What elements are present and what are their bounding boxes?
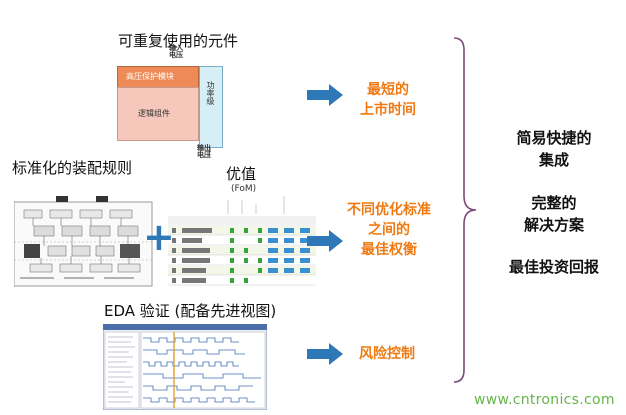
component-diagram: 输入 电压 高压保护模块 逻辑组件 功率级 — [117, 45, 229, 156]
right-brace — [453, 37, 477, 383]
benefit-tradeoff: 不同优化标准 之间的 最佳权衡 — [347, 202, 431, 258]
arrow-right-icon-3 — [307, 343, 343, 365]
hv-protection-module: 高压保护模块 — [117, 66, 199, 88]
logic-component: 逻辑组件 — [117, 87, 199, 141]
eda-screenshot — [103, 324, 267, 410]
assembly-title: 标准化的装配规则 — [12, 159, 133, 177]
assembly-diagram — [14, 196, 153, 287]
watermark: www.cntronics.com — [474, 392, 615, 408]
benefit-time-to-market: 最短的 上市时间 — [360, 82, 416, 118]
hv-module-label: 高压保护模块 — [126, 72, 174, 81]
benefit-risk-control: 风险控制 — [359, 346, 415, 362]
logic-label: 逻辑组件 — [138, 109, 170, 118]
eda-title: EDA 验证 (配备先进视图) — [104, 302, 277, 320]
summary-integration: 简易快捷的 集成 — [516, 129, 592, 169]
summary-roi: 最佳投资回报 — [508, 258, 599, 276]
arrow-right-icon-1 — [307, 84, 343, 106]
fom-title: 优值 — [226, 165, 257, 183]
fom-subtitle: (FoM) — [231, 184, 257, 194]
arrow-right-icon-2 — [307, 230, 343, 252]
fom-table — [168, 196, 316, 286]
output-voltage-label: 输出 电压 — [197, 144, 211, 159]
summary-solution: 完整的 解决方案 — [523, 194, 584, 234]
power-stage: 功率级 — [199, 66, 223, 148]
power-stage-label: 功率级 — [206, 81, 215, 105]
input-voltage-label: 输入 电压 — [169, 44, 183, 59]
component-title: 可重复使用的元件 — [118, 32, 239, 50]
output-line — [209, 146, 210, 156]
